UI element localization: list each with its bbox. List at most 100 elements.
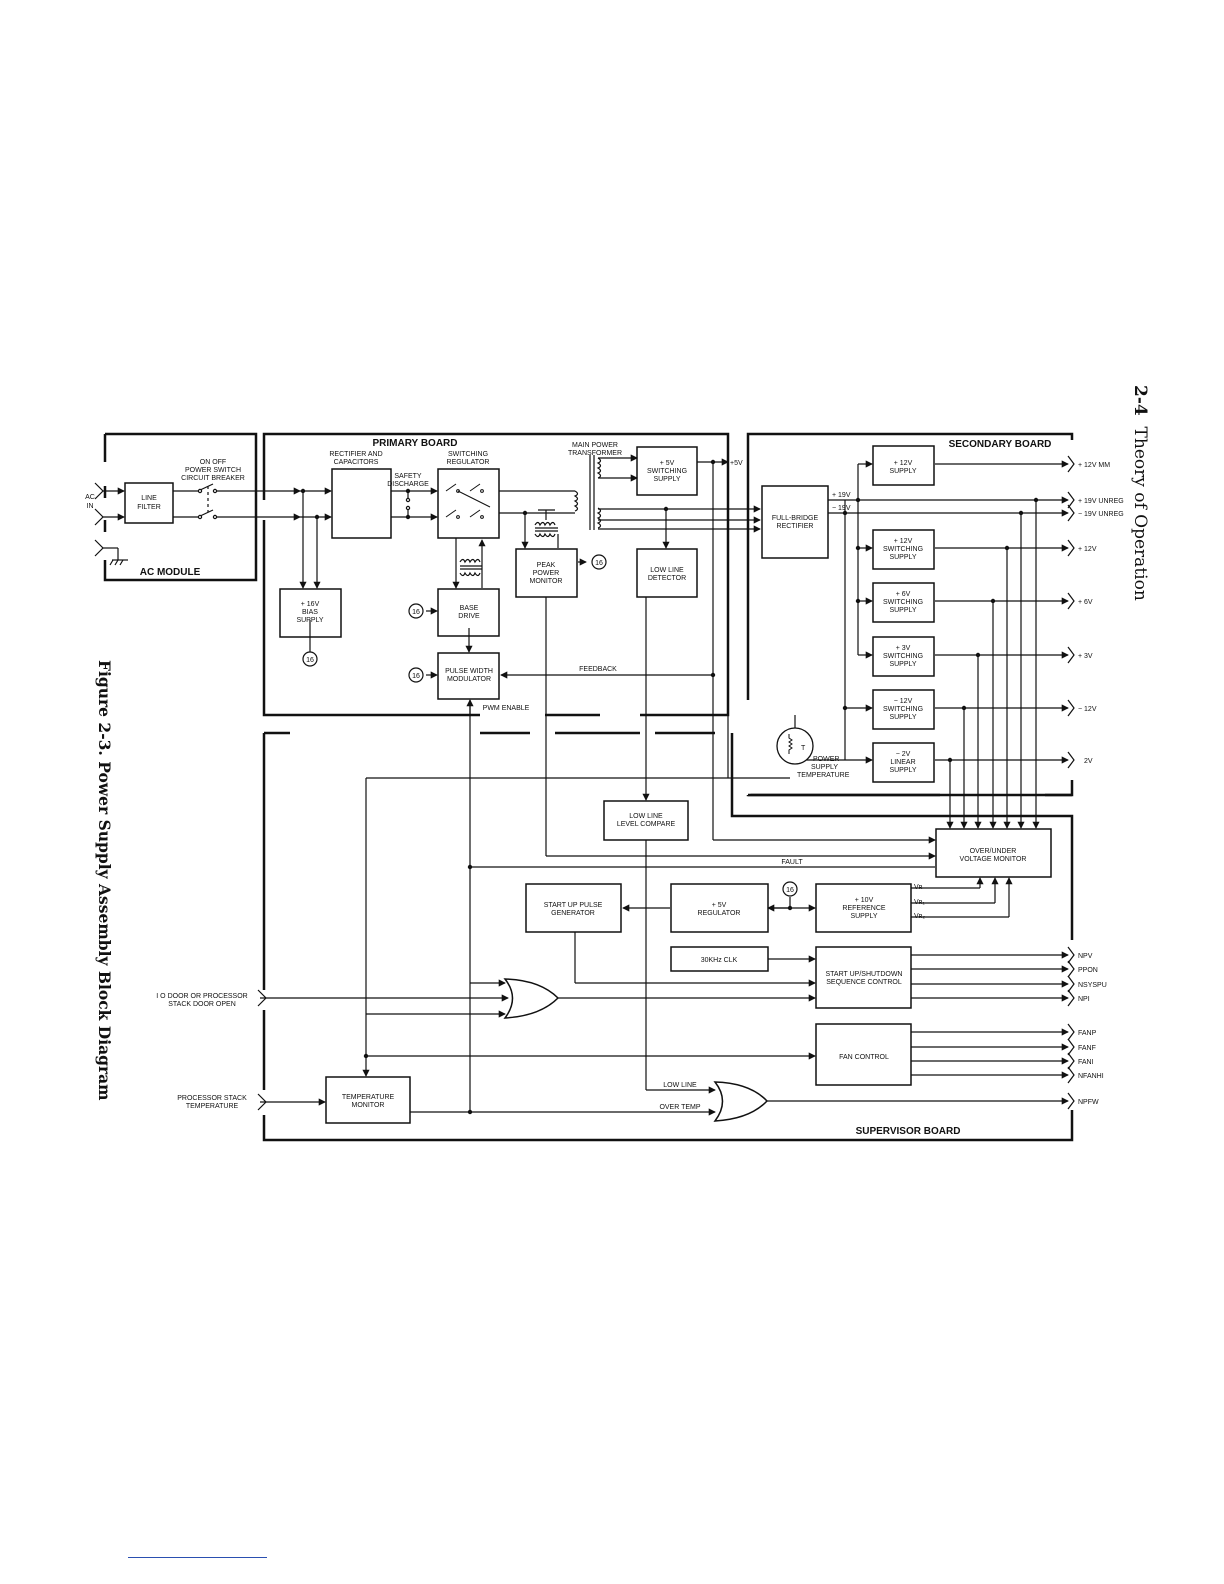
- transformer-label-1: MAIN POWER: [572, 442, 618, 449]
- svg-text:16: 16: [412, 609, 420, 616]
- svg-text:START UP/SHUTDOWN: START UP/SHUTDOWN: [825, 971, 902, 978]
- transformer-label-2: TRANSFORMER: [568, 450, 622, 457]
- node-16-bias: 16: [302, 651, 318, 667]
- svg-text:BASE: BASE: [460, 605, 479, 612]
- pwm-enable-label: PWM ENABLE: [483, 705, 530, 712]
- rectifier-caps-label-2: CAPACITORS: [334, 459, 379, 466]
- ps-temp-label-1: POWER: [813, 756, 839, 763]
- svg-text:+ 6V: + 6V: [896, 591, 911, 598]
- sw12-block: + 12V SWITCHING SUPPLY: [872, 529, 935, 570]
- switching-regulator-block: [437, 468, 500, 539]
- low-line-compare-block: LOW LINE LEVEL COMPARE: [603, 800, 689, 841]
- svg-text:+ 12V MM: + 12V MM: [1078, 462, 1110, 469]
- svg-text:NPI: NPI: [1078, 996, 1090, 1003]
- svg-text:REFERENCE: REFERENCE: [842, 905, 886, 912]
- sequence-block: START UP/SHUTDOWN SEQUENCE CONTROL: [815, 946, 912, 1009]
- svg-text:+ 5V: + 5V: [660, 460, 675, 467]
- svg-text:MONITOR: MONITOR: [530, 578, 563, 585]
- svg-text:SUPPLY: SUPPLY: [889, 767, 916, 774]
- svg-text:FULL-BRIDGE: FULL-BRIDGE: [772, 515, 819, 522]
- line-filter-block: LINE FILTER: [124, 482, 174, 524]
- svg-text:+ 12V: + 12V: [894, 538, 913, 545]
- ac-in-label-1: AC: [85, 494, 95, 501]
- svg-text:SUPPLY: SUPPLY: [889, 468, 916, 475]
- or-gate-door: [503, 978, 560, 1019]
- svg-text:+ 3V: + 3V: [1078, 653, 1093, 660]
- board-outlines: [103, 432, 1074, 1142]
- secondary-outputs: + 12V MM + 19V UNREG − 19V UNREG + 12V +…: [1078, 462, 1124, 765]
- svg-text:SEQUENCE CONTROL: SEQUENCE CONTROL: [826, 979, 902, 986]
- bias-supply-block: + 16V BIAS SUPPLY: [279, 588, 342, 638]
- svg-text:LOW LINE: LOW LINE: [650, 567, 684, 574]
- safety-label-1: SAFETY: [394, 473, 422, 480]
- over-temp-label: OVER TEMP: [659, 1104, 700, 1111]
- svg-text:LINE: LINE: [141, 495, 157, 502]
- svg-text:RECTIFIER: RECTIFIER: [777, 523, 814, 530]
- svg-text:SUPPLY: SUPPLY: [889, 554, 916, 561]
- svg-text:SWITCHING: SWITCHING: [883, 599, 923, 606]
- svg-text:+ 16V: + 16V: [301, 601, 320, 608]
- svg-text:SUPPLY: SUPPLY: [889, 661, 916, 668]
- primary-dots: [300, 459, 716, 678]
- svg-text:+ 6V: + 6V: [1078, 599, 1093, 606]
- svg-text:SWITCHING: SWITCHING: [883, 546, 923, 553]
- plus5-output-label: +5V: [730, 460, 743, 467]
- svg-text:FAN CONTROL: FAN CONTROL: [839, 1054, 889, 1061]
- svg-text:SWITCHING: SWITCHING: [647, 468, 687, 475]
- node-16-peak: 16: [591, 554, 607, 570]
- svg-text:SUPPLY: SUPPLY: [653, 476, 680, 483]
- plus19-label: + 19V: [832, 492, 851, 499]
- sw6-block: + 6V SWITCHING SUPPLY: [872, 582, 935, 623]
- supervisor-dots: [363, 864, 793, 1115]
- vr1-label: Vʀ₁: [914, 899, 925, 906]
- svg-text:− 2V: − 2V: [896, 751, 911, 758]
- node-16-reg: 16: [782, 881, 798, 897]
- fault-label: FAULT: [781, 859, 803, 866]
- supervisor-wiring: [257, 597, 1075, 1116]
- svg-text:SWITCHING: SWITCHING: [883, 706, 923, 713]
- svg-text:FANI: FANI: [1078, 1059, 1094, 1066]
- svg-text:POWER: POWER: [533, 570, 559, 577]
- svg-text:NSYSPU: NSYSPU: [1078, 982, 1107, 989]
- svg-text:GENERATOR: GENERATOR: [551, 910, 595, 917]
- temperature-monitor-block: TEMPERATURE MONITOR: [325, 1076, 411, 1124]
- svg-text:BIAS: BIAS: [302, 609, 318, 616]
- svg-text:SUPPLY: SUPPLY: [296, 617, 323, 624]
- svg-text:PEAK: PEAK: [537, 562, 556, 569]
- supervisor-board-label: SUPERVISOR BOARD: [856, 1126, 961, 1137]
- svg-text:NPFW: NPFW: [1078, 1099, 1099, 1106]
- svg-text:LINEAR: LINEAR: [890, 759, 915, 766]
- sw5-block: + 5V SWITCHING SUPPLY: [636, 446, 698, 496]
- fan-control-block: FAN CONTROL: [815, 1023, 912, 1086]
- rectifier-caps-block: [331, 468, 392, 539]
- switch-label-1: ON OFF: [200, 459, 226, 466]
- full-bridge-block: FULL-BRIDGE RECTIFIER: [761, 485, 829, 559]
- switch-label-3: CIRCUIT BREAKER: [181, 475, 245, 482]
- svg-text:VOLTAGE MONITOR: VOLTAGE MONITOR: [960, 856, 1027, 863]
- svg-text:REGULATOR: REGULATOR: [698, 910, 741, 917]
- svg-text:DETECTOR: DETECTOR: [648, 575, 686, 582]
- svg-text:FANF: FANF: [1078, 1045, 1096, 1052]
- svg-text:SUPPLY: SUPPLY: [850, 913, 877, 920]
- svg-text:16: 16: [412, 673, 420, 680]
- svg-text:FANP: FANP: [1078, 1030, 1097, 1037]
- minus19-label: − 19V: [832, 505, 851, 512]
- startup-pulse-block: START UP PULSE GENERATOR: [525, 883, 622, 933]
- svg-text:+ 19V UNREG: + 19V UNREG: [1078, 498, 1124, 505]
- svg-text:− 12V: − 12V: [1078, 706, 1097, 713]
- switching-regulator-label-1: SWITCHING: [448, 451, 488, 458]
- clk-block: 30KHz CLK: [670, 946, 769, 972]
- or-gate-fault: [713, 1081, 769, 1122]
- power-switch: [173, 483, 301, 521]
- svg-text:TEMPERATURE: TEMPERATURE: [342, 1094, 395, 1101]
- svg-text:SUPPLY: SUPPLY: [889, 607, 916, 614]
- switch-label-2: POWER SWITCH: [185, 467, 241, 474]
- svg-text:START UP PULSE: START UP PULSE: [544, 902, 603, 909]
- svg-text:30KHz CLK: 30KHz CLK: [701, 957, 738, 964]
- node-16-pwm: 16: [408, 667, 424, 683]
- primary-wiring: [299, 454, 936, 844]
- ref10-block: + 10V REFERENCE SUPPLY: [815, 883, 912, 933]
- svg-text:SUPPLY: SUPPLY: [889, 714, 916, 721]
- secondary-dots: [842, 497, 1039, 763]
- footer-rule: [128, 1557, 267, 1558]
